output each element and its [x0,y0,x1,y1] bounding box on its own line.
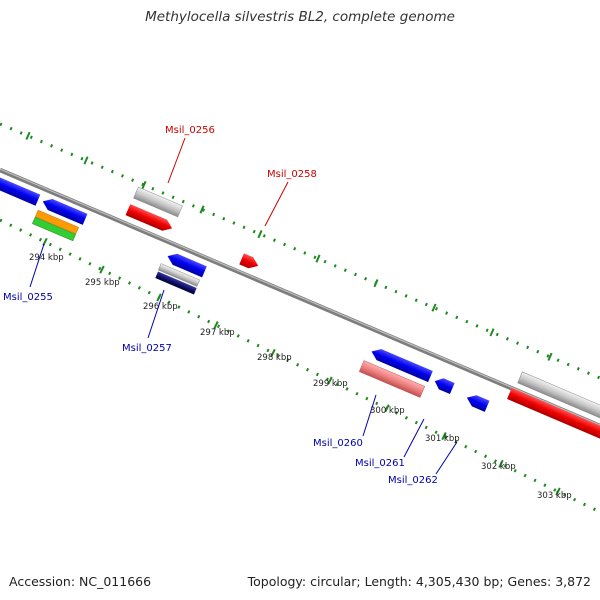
feature-msil-0255-blue[interactable] [40,196,88,225]
genome-summary-text: Topology: circular; Length: 4,305,430 bp… [247,574,591,589]
inner-ruler-tick [384,404,390,413]
feature-msil-0256-grey[interactable] [133,186,183,218]
feature-msil-0257-grey[interactable] [157,263,201,287]
feature-msil-0261[interactable] [432,376,455,395]
label-msil-0256[interactable]: Msil_0256 [165,125,215,136]
outer-ruler-tick [83,156,89,165]
outer-ruler-tick [25,131,31,140]
feature-msil-0258[interactable] [239,253,260,271]
feature-msil-0257-navy[interactable] [155,271,197,295]
feature-msil-0255-orange[interactable] [35,209,79,235]
feature-labels: Msil_0256 Msil_0258 Msil_0255 Msil_0257 … [3,125,438,486]
kbp-label-301: 301 kbp [425,434,460,444]
kbp-label-303: 303 kbp [537,491,572,501]
leader-lines [29,137,458,475]
leader-msil-0260 [362,394,377,437]
outer-ruler-tick [489,328,495,337]
feature-red-right[interactable] [507,387,600,443]
feature-grey-right[interactable] [517,371,600,423]
outer-ruler-tick [547,352,553,361]
outer-ruler-ticks [25,131,553,361]
inner-ruler [0,218,600,514]
label-msil-0260[interactable]: Msil_0260 [313,438,363,449]
inner-ruler-tick [441,432,447,441]
kbp-label-300: 300 kbp [370,406,405,416]
label-msil-0255[interactable]: Msil_0255 [3,292,53,303]
kbp-label-297: 297 kbp [200,328,235,338]
genome-backbone [0,167,600,429]
feature-msil-0256-red[interactable] [125,204,175,234]
kbp-label-295: 295 kbp [85,278,120,288]
reverse-features [0,174,490,412]
inner-ruler-tick [99,265,105,274]
accession-text: Accession: NC_011666 [9,574,152,589]
leader-msil-0262 [435,441,458,475]
inner-ruler-tick [156,293,162,302]
inner-ruler-tick [555,487,561,496]
outer-ruler-tick [257,230,263,239]
feature-left-blue[interactable] [0,174,41,206]
kbp-label-296: 296 kbp [143,302,178,312]
outer-ruler-tick [315,254,321,263]
feature-msil-0260[interactable] [369,346,433,383]
label-msil-0261[interactable]: Msil_0261 [355,458,405,469]
leader-msil-0258 [264,181,289,227]
leader-msil-0255 [29,243,45,288]
kbp-labels: 294 kbp 295 kbp 296 kbp 297 kbp 298 kbp … [29,253,572,501]
outer-ruler-tick [141,180,147,190]
inner-ruler-tick [498,459,504,468]
feature-msil-0257-blue[interactable] [165,251,207,278]
leader-msil-0261 [403,418,425,458]
outer-ruler-tick [199,205,205,214]
outer-ruler [0,122,600,380]
outer-ruler-tick [373,279,379,288]
kbp-label-299: 299 kbp [313,379,348,389]
inner-ruler-ticks [42,237,561,496]
feature-msil-0262[interactable] [465,392,490,412]
forward-features [125,186,600,443]
label-msil-0258[interactable]: Msil_0258 [267,169,317,180]
inner-ruler-tick [270,348,276,357]
kbp-label-298: 298 kbp [257,353,292,363]
leader-msil-0257 [147,289,165,339]
title: Methylocella silvestris BL2, complete ge… [145,9,455,25]
kbp-label-302: 302 kbp [481,462,516,472]
leader-msil-0256 [167,137,186,184]
outer-ruler-tick [431,303,437,312]
label-msil-0262[interactable]: Msil_0262 [388,475,438,486]
feature-msil-0260-pink[interactable] [358,360,426,398]
inner-ruler-tick [327,376,333,385]
feature-msil-0255-green[interactable] [32,216,76,242]
inner-ruler-tick [213,321,219,330]
label-msil-0257[interactable]: Msil_0257 [122,343,172,354]
kbp-label-294: 294 kbp [29,253,64,263]
